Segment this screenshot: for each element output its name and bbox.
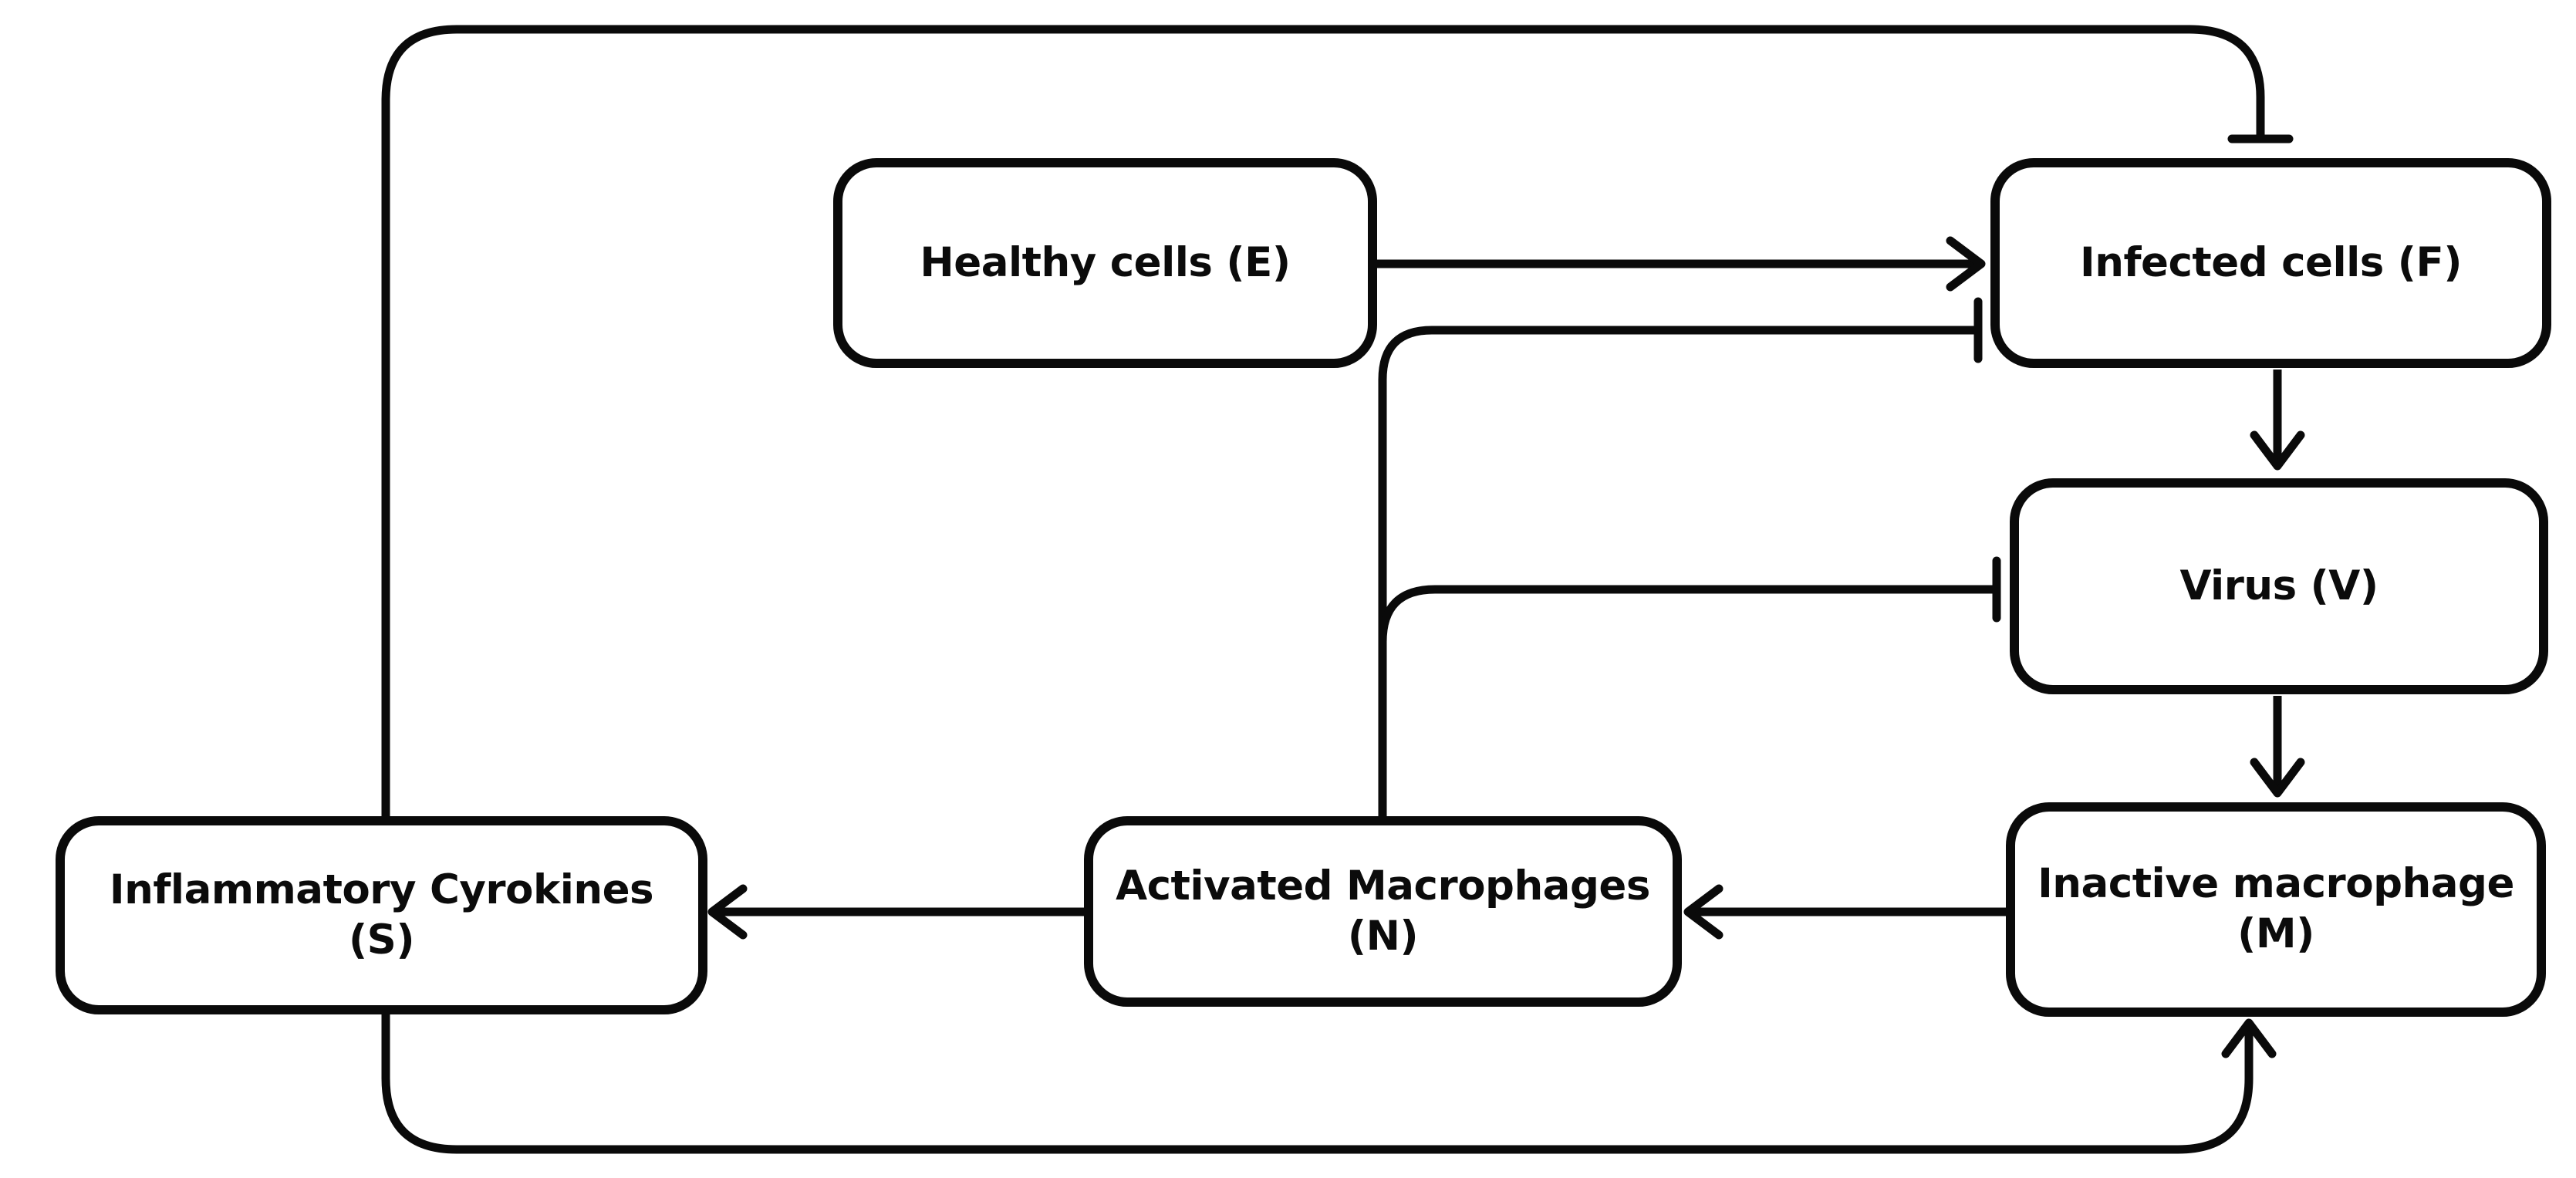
node-virus: Virus (V)	[2010, 478, 2548, 694]
node-activated-macrophages-label: Activated Macrophages	[1116, 862, 1650, 910]
node-activated-macrophages-sublabel: (N)	[1347, 912, 1419, 960]
edge-cyrokines-to-infected-inhibit-top-loop	[381, 25, 2294, 816]
node-healthy-cells-label: Healthy cells (E)	[920, 238, 1291, 286]
node-inactive-macrophage-sublabel: (M)	[2237, 910, 2314, 957]
node-virus-label: Virus (V)	[2179, 562, 2378, 609]
node-inflammatory-cyrokines-sublabel: (S)	[348, 916, 415, 964]
node-infected-cells-label: Infected cells (F)	[2080, 238, 2462, 286]
node-inactive-macrophage-label: Inactive macrophage	[2038, 860, 2514, 908]
edge-activated-macrophages-to-virus-inhibit	[1378, 556, 2001, 643]
node-healthy-cells: Healthy cells (E)	[833, 158, 1377, 368]
node-activated-macrophages: Activated Macrophages (N)	[1084, 816, 1682, 1007]
node-infected-cells: Infected cells (F)	[1990, 158, 2551, 368]
edge-cyrokines-to-inactive-macrophage-arrow-bottom-loop	[381, 1014, 2277, 1154]
node-inactive-macrophage: Inactive macrophage (M)	[2006, 802, 2546, 1017]
node-inflammatory-cyrokines: Inflammatory Cyrokines (S)	[56, 816, 707, 1014]
node-inflammatory-cyrokines-label: Inflammatory Cyrokines	[109, 866, 654, 913]
edge-activated-macrophages-to-infected-inhibit	[1378, 297, 1983, 816]
